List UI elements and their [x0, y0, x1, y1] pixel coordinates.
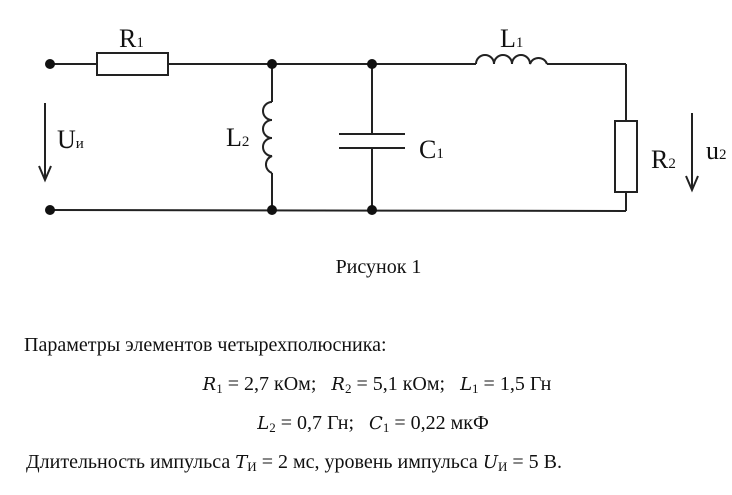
node-c1-bottom	[367, 205, 377, 215]
terminal-input-top	[45, 59, 55, 69]
label-u-input: Uи	[57, 125, 84, 154]
figure-caption: Рисунок 1	[335, 256, 422, 278]
param-r1: R1 = 2,7 кОм;	[202, 373, 327, 396]
terminal-input-bottom	[45, 205, 55, 215]
param-l2: L2 = 0,7 Гн;	[257, 412, 365, 435]
param-c1: C1 = 0,22 мкФ	[369, 412, 489, 435]
arrowhead-output	[685, 175, 699, 193]
param-r2: R2 = 5,1 кОм;	[331, 373, 456, 396]
parameters-heading: Параметры элементов четырехполюсника:	[24, 334, 387, 356]
arrowhead-input	[38, 165, 52, 183]
resistor-r2	[614, 120, 638, 193]
node-c1-top	[367, 59, 377, 69]
parameters-line-1: R1 = 2,7 кОм; R2 = 5,1 кОм; L1 = 1,5 Гн	[0, 373, 732, 397]
label-u2: u2	[706, 136, 727, 165]
node-l2-top	[267, 59, 277, 69]
label-r2: R2	[651, 145, 676, 174]
inductor-l1	[475, 54, 548, 65]
label-c1: C1	[419, 135, 444, 164]
inductor-l2	[262, 101, 273, 174]
wire-bottom	[49, 209, 627, 212]
circuit-diagram: R1 L1 L2 C1 R2 u2 Uи	[38, 24, 727, 215]
label-l2: L2	[226, 123, 249, 152]
param-l1: L1 = 1,5 Гн	[460, 373, 552, 396]
resistor-r1	[96, 52, 169, 76]
node-l2-bottom	[267, 205, 277, 215]
parameters-line-2: L2 = 0,7 Гн; C1 = 0,22 мкФ	[0, 412, 732, 436]
label-r1: R1	[119, 24, 144, 53]
pulse-parameters: Длительность импульса TИ = 2 мс, уровень…	[26, 451, 562, 474]
label-l1: L1	[500, 24, 523, 53]
